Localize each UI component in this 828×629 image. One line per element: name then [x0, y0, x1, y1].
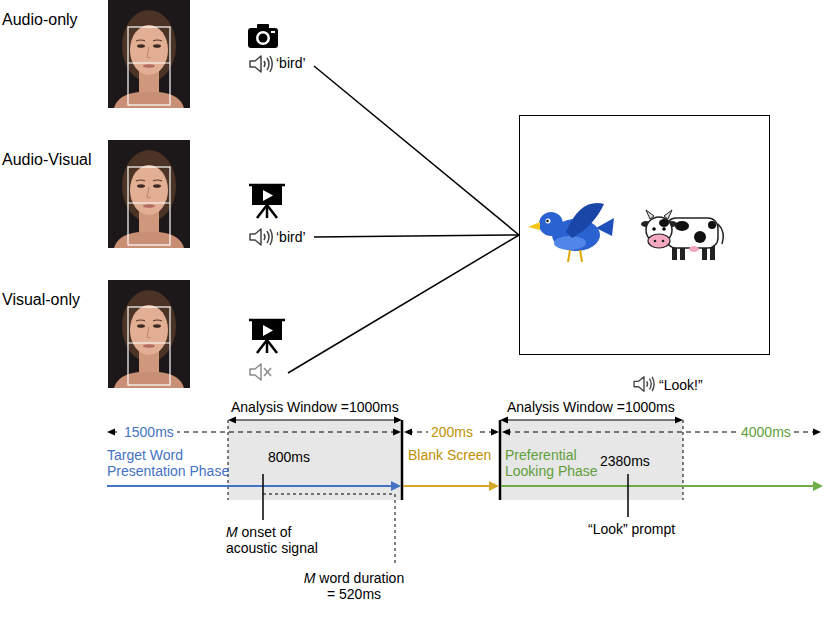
timeline — [403, 485, 492, 487]
timeline — [499, 420, 502, 500]
speaker-icon — [250, 229, 272, 245]
cow-picture — [652, 227, 656, 231]
looking-screen: “Look!” — [519, 115, 770, 355]
camera-icon — [271, 31, 275, 33]
cow-picture — [654, 240, 657, 243]
projector-icon — [249, 185, 285, 218]
cow-picture — [662, 240, 665, 243]
bird-picture — [580, 250, 582, 262]
speaker-icon — [250, 56, 272, 72]
speaker-icon — [634, 377, 654, 391]
marker-note: “Look” prompt — [588, 521, 675, 537]
duration-label: 1500ms — [121, 424, 177, 440]
duration-label: 4000ms — [738, 424, 794, 440]
time-label: 800ms — [268, 449, 310, 465]
connector-line — [314, 66, 519, 235]
timeline — [491, 429, 499, 436]
cow-picture — [708, 221, 716, 229]
projector-icon — [249, 185, 285, 353]
condition-row: Audio-Visual ‘bird’ — [0, 140, 314, 250]
face-photo — [108, 280, 190, 388]
bird-picture — [566, 203, 604, 238]
timeline — [489, 481, 499, 491]
timeline — [107, 417, 823, 567]
cow-picture — [675, 221, 689, 231]
camera-icon — [248, 24, 278, 48]
connector-line — [314, 235, 519, 237]
timeline — [675, 417, 683, 424]
camera-icon — [257, 24, 269, 30]
face-photo — [108, 140, 190, 248]
condition-row: Audio-only ‘bird’ — [0, 0, 314, 110]
window-label: Analysis Window =1000ms — [231, 399, 399, 415]
bird-picture — [539, 212, 563, 236]
bird-picture — [568, 250, 570, 262]
connector-line — [314, 235, 519, 237]
cow-picture — [664, 210, 672, 219]
timeline — [262, 474, 264, 520]
bird-picture — [528, 203, 614, 262]
cow-picture — [689, 246, 699, 252]
cow-picture — [648, 234, 670, 248]
camera-icon — [256, 31, 270, 45]
bird-picture — [546, 220, 548, 222]
cow-picture — [641, 210, 723, 260]
connector-line — [288, 235, 519, 373]
speaker-icon — [250, 56, 654, 391]
timeline — [504, 420, 679, 421]
camera-icon — [248, 28, 278, 48]
cow-picture — [662, 227, 666, 231]
timeline — [502, 429, 510, 436]
camera-icon — [259, 34, 268, 43]
row-label: Audio-Visual — [2, 152, 92, 168]
timeline — [228, 420, 229, 500]
duration-label: 200ms — [428, 424, 476, 440]
timeline — [683, 420, 684, 500]
timeline — [107, 485, 394, 487]
phase-label: Target Word Presentation Phase — [107, 447, 247, 479]
phase-label: Preferential Looking Phase — [505, 447, 615, 479]
timeline — [813, 429, 821, 436]
cow-picture — [666, 218, 718, 248]
row-label: Audio-only — [2, 12, 78, 28]
window-label: Analysis Window =1000ms — [507, 399, 675, 415]
timeline — [501, 485, 814, 487]
timeline — [263, 494, 395, 495]
bird-picture — [546, 219, 551, 224]
connector-line — [288, 235, 519, 373]
row-label: Visual-only — [2, 292, 80, 308]
cow-picture — [646, 210, 654, 219]
bird-picture — [528, 222, 540, 230]
speaker-icon — [250, 364, 271, 380]
target-word: ‘bird’ — [276, 55, 306, 71]
condition-row: Visual-only — [0, 280, 288, 390]
target-word: ‘bird’ — [276, 229, 306, 245]
timeline — [627, 474, 629, 517]
timeline — [404, 429, 412, 436]
marker-note: M word duration = 520ms — [300, 570, 408, 602]
timeline — [395, 494, 396, 566]
face-photo — [108, 0, 190, 108]
prompt-text: “Look!” — [659, 377, 703, 393]
time-label: 2380ms — [600, 453, 650, 469]
timeline — [813, 481, 823, 491]
timeline — [393, 429, 401, 436]
bird-picture — [554, 236, 586, 250]
connector-line — [314, 66, 519, 235]
face-photo — [108, 0, 190, 388]
timeline — [391, 481, 401, 491]
marker-note: M onset of acoustic signal — [226, 524, 338, 556]
timeline — [401, 420, 404, 500]
timeline — [232, 420, 398, 421]
projector-icon — [249, 320, 285, 353]
timeline — [107, 429, 115, 436]
cow-picture — [694, 231, 706, 243]
phase-label: Blank Screen — [408, 447, 491, 463]
cow-picture — [659, 219, 669, 227]
timeline — [228, 417, 236, 424]
cow-picture — [718, 224, 723, 244]
